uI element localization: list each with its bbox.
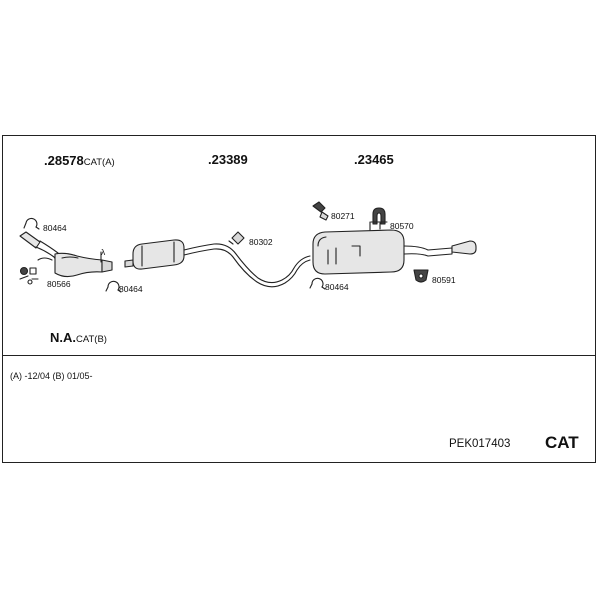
kit-code: PEK017403 [449,438,511,450]
part-label-na: N.A.CAT(B) [50,329,107,347]
validity-note: (A) -12/04 (B) 01/05- [10,371,93,381]
part-number-na: N.A. [50,330,76,345]
clamp-icon [105,280,122,293]
pipe-joint-icon [124,259,134,268]
part-suffix-na: CAT(B) [76,334,107,345]
small-part-label: 80464 [43,223,67,233]
bolt-set-icon [19,266,39,285]
clamp-icon [309,277,326,290]
small-part-label: 80271 [331,211,355,221]
rubber-hanger-icon [370,207,388,225]
middle-silencer-icon [132,239,311,288]
section-divider [2,355,596,356]
rear-silencer-icon [312,221,477,275]
part-number-middle-silencer: .23389 [208,152,248,167]
part-number-catalyst: .28578 [44,153,84,168]
part-label-catalyst: .28578CAT(A) [44,152,115,170]
small-part-label: 80464 [119,284,143,294]
small-part-label: 80302 [249,237,273,247]
hanger-icon [228,231,245,245]
small-part-label: 80464 [325,282,349,292]
lambda-sensor-label: λ [101,247,106,257]
part-suffix-catalyst: CAT(A) [83,157,115,168]
clamp-icon [23,217,40,230]
part-number-rear-silencer: .23465 [354,152,394,167]
small-part-label: 80566 [47,279,71,289]
rubber-hanger-icon [413,269,429,283]
small-part-label: 80591 [432,275,456,285]
small-part-label: 80570 [390,221,414,231]
diagram-frame [2,135,596,463]
kit-type: CAT [545,433,579,452]
clamp-icon [312,201,329,221]
catalyst-icon [19,231,113,278]
